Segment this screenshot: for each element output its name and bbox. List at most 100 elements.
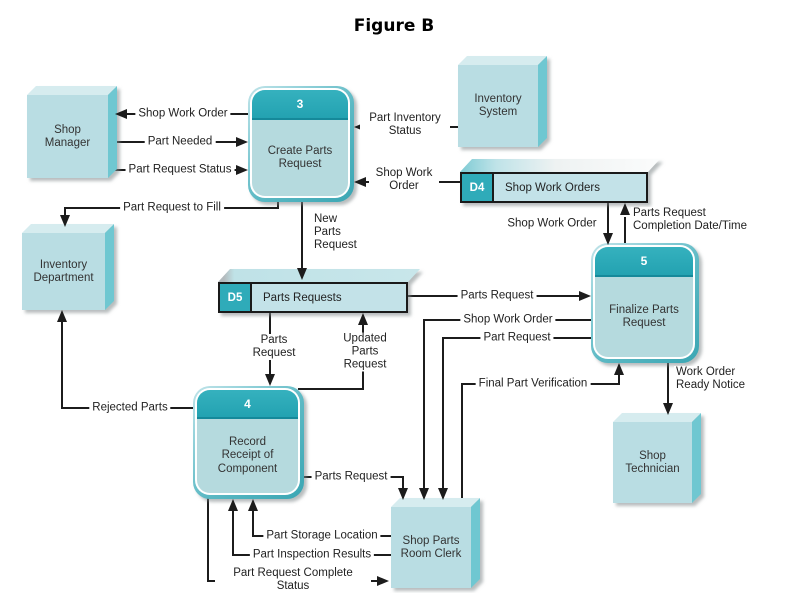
datastore-d5-parts-requests: D5 Parts Requests xyxy=(218,269,408,313)
process-label-area: Create Parts Request xyxy=(252,120,348,196)
cube-top-face xyxy=(27,86,117,95)
datastore-d4-label: Shop Work Orders xyxy=(505,181,601,194)
datastore-d4-shop-work-orders: D4 Shop Work Orders xyxy=(460,159,648,203)
process-5-label: Finalize Parts Request xyxy=(609,303,679,330)
process-5-finalize-parts-request: 5 Finalize Parts Request xyxy=(591,243,699,363)
flow-label-part-inventory-status: Part Inventory Status xyxy=(360,112,450,138)
process-4-number: 4 xyxy=(244,396,251,411)
datastore-d5-id: D5 xyxy=(220,284,252,311)
process-4-label: Record Receipt of Component xyxy=(217,435,278,475)
cube-top-face xyxy=(22,224,114,233)
arrowhead-right xyxy=(579,291,591,301)
flow-label-part-storage-location: Part Storage Location xyxy=(263,529,381,543)
process-4-record-receipt: 4 Record Receipt of Component xyxy=(193,386,304,499)
flow-label-parts-request-d5-p5: Parts Request xyxy=(457,289,537,303)
entity-face: Shop Technician xyxy=(613,422,692,503)
entity-face: Shop Manager xyxy=(27,95,108,178)
flow-line xyxy=(607,203,609,233)
flow-line xyxy=(298,388,364,390)
process-3-number: 3 xyxy=(296,97,304,111)
arrowhead-left xyxy=(354,177,366,187)
arrowhead-down xyxy=(398,488,408,500)
flow-label-final-part-verification: Final Part Verification xyxy=(475,377,591,391)
process-label-area: Record Receipt of Component xyxy=(197,419,298,493)
flow-label-shop-work-order-d4-p5: Shop Work Order xyxy=(504,217,600,231)
flow-line xyxy=(402,476,404,488)
entity-inventory-department: Inventory Department xyxy=(22,233,105,310)
datastore-face: D5 Parts Requests xyxy=(218,282,408,313)
process-number-band: 3 xyxy=(252,90,348,120)
figure-title: Figure B xyxy=(353,16,435,36)
process-3-label: Create Parts Request xyxy=(267,144,333,171)
process-face: 4 Record Receipt of Component xyxy=(197,390,298,493)
arrowhead-down xyxy=(60,215,70,227)
datastore-d5-label: Parts Requests xyxy=(263,291,342,304)
flow-label-part-inspection-results: Part Inspection Results xyxy=(249,548,375,562)
flow-line xyxy=(461,384,463,507)
arrowhead-up xyxy=(358,313,368,325)
flow-label-part-request-to-fill: Part Request to Fill xyxy=(120,201,224,215)
flow-line xyxy=(667,357,669,403)
entity-inventory-department-label: Inventory Department xyxy=(33,258,94,284)
flow-line xyxy=(624,217,626,247)
cube-top-face xyxy=(391,498,480,507)
process-5-number: 5 xyxy=(640,254,648,268)
flow-label-part-needed: Part Needed xyxy=(144,135,216,149)
flow-label-rejected-parts: Rejected Parts xyxy=(89,401,171,415)
arrowhead-down xyxy=(265,374,275,386)
flow-line xyxy=(442,337,444,488)
entity-inventory-system: Inventory System xyxy=(458,65,538,147)
arrowhead-up xyxy=(248,499,258,511)
flow-label-shop-work-order-p5-clerk: Shop Work Order xyxy=(460,313,556,327)
flow-label-part-request-complete-status: Part Request Complete Status xyxy=(215,567,371,593)
flow-label-work-order-ready-notice: Work Order Ready Notice xyxy=(674,366,758,392)
entity-shop-technician: Shop Technician xyxy=(613,422,692,503)
entity-inventory-system-label: Inventory System xyxy=(474,93,522,118)
flow-line xyxy=(423,319,425,488)
flow-line xyxy=(232,511,234,556)
arrowhead-up xyxy=(620,203,630,215)
entity-shop-parts-room-clerk-label: Shop Parts Room Clerk xyxy=(400,534,462,560)
entity-shop-manager-label: Shop Manager xyxy=(44,123,91,149)
cube-side-face xyxy=(108,86,117,178)
flow-label-part-request-status: Part Request Status xyxy=(125,163,235,177)
cube-top-face xyxy=(458,56,547,65)
cube-side-face xyxy=(692,413,701,503)
flow-label-shop-work-order: Shop Work Order xyxy=(135,107,231,121)
flow-line xyxy=(61,322,63,408)
process-number-band: 5 xyxy=(595,247,693,277)
arrowhead-up xyxy=(614,363,624,375)
flow-line xyxy=(252,511,254,537)
entity-shop-parts-room-clerk: Shop Parts Room Clerk xyxy=(391,507,471,588)
flow-line xyxy=(64,207,66,215)
entity-face: Inventory System xyxy=(458,65,538,147)
arrowhead-down xyxy=(297,268,307,280)
flow-line xyxy=(301,196,303,268)
arrowhead-up xyxy=(228,499,238,511)
datastore-d4-id: D4 xyxy=(462,174,494,201)
process-number-band: 4 xyxy=(197,390,298,419)
process-label-area: Finalize Parts Request xyxy=(595,277,693,357)
flow-label-updated-parts-request: Updated Parts Request xyxy=(336,332,394,372)
entity-face: Shop Parts Room Clerk xyxy=(391,507,471,588)
arrowhead-down xyxy=(603,233,613,245)
flow-line xyxy=(207,493,209,582)
process-face: 3 Create Parts Request xyxy=(252,90,348,196)
datastore-top-face xyxy=(218,269,420,282)
flow-label-parts-request-d5-p4: Parts Request xyxy=(246,334,302,360)
entity-shop-technician-label: Shop Technician xyxy=(625,449,680,475)
flow-label-new-parts-request: New Parts Request xyxy=(312,213,366,252)
flow-label-shop-work-order-d4-p3: Shop Work Order xyxy=(369,167,439,193)
arrowhead-right xyxy=(236,137,248,147)
entity-shop-manager: Shop Manager xyxy=(27,95,108,178)
arrowhead-down xyxy=(419,488,429,500)
flow-label-parts-request-p4-clerk: Parts Request xyxy=(311,470,391,484)
cube-side-face xyxy=(471,498,480,588)
cube-side-face xyxy=(538,56,547,147)
arrowhead-down xyxy=(438,488,448,500)
datastore-top-face xyxy=(460,159,660,172)
flow-line xyxy=(277,196,279,209)
process-face: 5 Finalize Parts Request xyxy=(595,247,693,357)
datastore-face: D4 Shop Work Orders xyxy=(460,172,648,203)
